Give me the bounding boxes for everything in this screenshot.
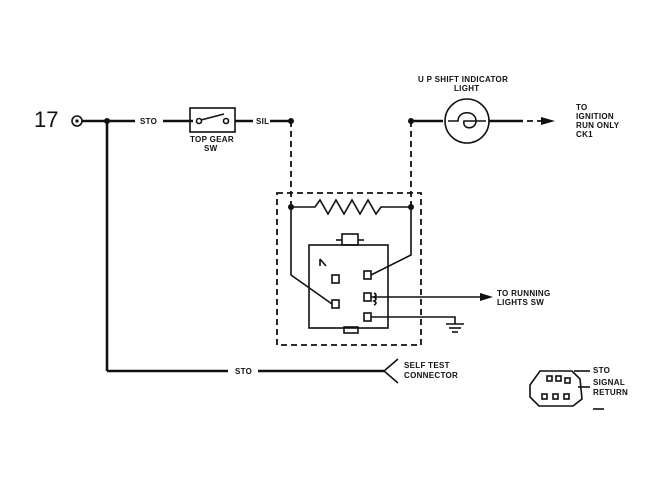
relay-module bbox=[308, 233, 389, 334]
wire-label-sto: STO bbox=[140, 117, 157, 126]
upshift-module-box bbox=[276, 192, 422, 346]
shift-indicator-label: U P SHIFT INDICATOR bbox=[418, 75, 508, 84]
ground-symbol bbox=[446, 323, 464, 333]
relay-contact bbox=[331, 274, 340, 284]
arrow-to-running-lights bbox=[480, 293, 493, 301]
wire-label-sil: SIL bbox=[256, 117, 269, 126]
ignition-label-4: CK1 bbox=[576, 130, 593, 139]
relay-contact bbox=[363, 270, 372, 280]
circuit-number: 17 bbox=[34, 107, 58, 132]
resistor-symbol bbox=[291, 198, 411, 216]
relay-contact bbox=[363, 312, 372, 322]
shift-indicator-lamp bbox=[444, 98, 490, 144]
connector-signal-label-2: RETURN bbox=[593, 388, 628, 397]
arrow-to-ignition bbox=[541, 117, 555, 125]
self-test-connector-symbol bbox=[382, 358, 399, 384]
running-lights-label-2: LIGHTS SW bbox=[497, 298, 544, 307]
coil-symbol bbox=[372, 292, 377, 306]
wire-label-sto-bottom: STO bbox=[235, 367, 252, 376]
ignition-label-3: RUN ONLY bbox=[576, 121, 620, 130]
relay-contact bbox=[363, 292, 372, 302]
top-gear-label-2: SW bbox=[204, 144, 218, 153]
self-test-label-1: SELF TEST bbox=[404, 361, 450, 370]
self-test-label-2: CONNECTOR bbox=[404, 371, 458, 380]
ignition-label-1: TO bbox=[576, 103, 588, 112]
relay-contact bbox=[331, 299, 340, 309]
connector-sto-label: STO bbox=[593, 366, 610, 375]
connector-face-icon bbox=[529, 370, 590, 407]
ignition-label-2: IGNITION bbox=[576, 112, 614, 121]
top-gear-label: TOP GEAR bbox=[190, 135, 234, 144]
top-gear-switch bbox=[189, 107, 236, 133]
connector-signal-label-1: SIGNAL bbox=[593, 378, 625, 387]
running-lights-label-1: TO RUNNING bbox=[497, 289, 551, 298]
shift-indicator-label-2: LIGHT bbox=[454, 84, 480, 93]
